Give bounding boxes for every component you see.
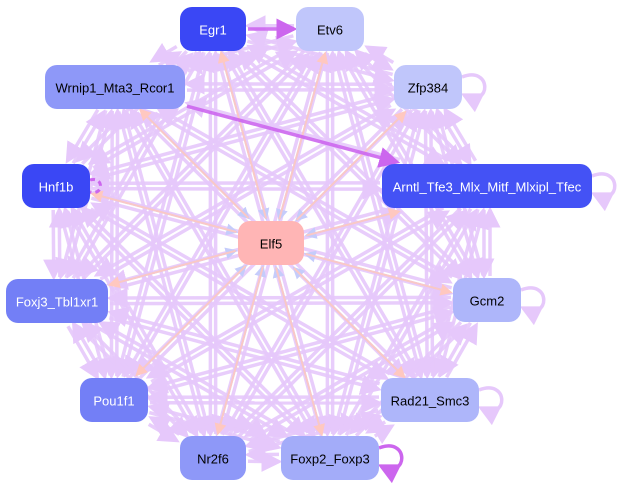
node-foxj3_tbl1xr1[interactable]: Foxj3_Tbl1xr1 — [6, 279, 108, 323]
node-pou1f1[interactable]: Pou1f1 — [80, 378, 148, 422]
edge-rad21_smc3-to-egr1 — [227, 48, 420, 376]
edge-wrnip1_mta3_rcor1-to-foxp2_foxp3 — [125, 111, 316, 439]
node-box — [381, 378, 479, 422]
node-label: Etv6 — [317, 23, 343, 38]
edge-elf5-to-nr2f6 — [214, 266, 264, 436]
node-box — [296, 7, 364, 51]
edge-elf5-to-foxj3_tbl1xr1 — [107, 249, 236, 288]
node-box — [45, 65, 185, 109]
edge-nr2f6-to-hnf1b — [70, 205, 204, 434]
edge-elf5-to-arntl_tfe3_mlx_mitf_mlxipl_tfec — [306, 208, 401, 237]
edge-arntl_tfe3_mlx_mitf_mlxipl_tfec-to-pou1f1 — [145, 206, 445, 379]
node-label: Zfp384 — [408, 81, 448, 96]
edge-elf5-to-pou1f1 — [135, 265, 247, 377]
edge-pou1f1-to-foxj3_tbl1xr1 — [71, 320, 105, 376]
node-label: Pou1f1 — [93, 394, 134, 409]
edge-elf5-to-wrnip1_mta3_rcor1 — [138, 108, 250, 219]
node-label: Foxj3_Tbl1xr1 — [16, 295, 98, 310]
node-box — [394, 65, 462, 109]
edge-hnf1b-to-zfp384 — [92, 93, 397, 181]
node-label: Arntl_Tfe3_Mlx_Mitf_Mlxipl_Tfec — [393, 180, 582, 195]
node-gcm2[interactable]: Gcm2 — [453, 278, 521, 322]
edge-pou1f1-to-arntl_tfe3_mlx_mitf_mlxipl_tfec — [150, 210, 451, 384]
node-box — [22, 164, 90, 208]
node-label: Nr2f6 — [197, 452, 229, 467]
node-rad21_smc3[interactable]: Rad21_Smc3 — [381, 378, 479, 422]
edge-wrnip1_mta3_rcor1-to-arntl_tfe3_mlx_mitf_mlxipl_tfec — [186, 104, 401, 168]
self-loop-hnf1b — [89, 178, 102, 194]
edge-elf5-to-rad21_smc3 — [293, 267, 406, 379]
edge-zfp384-to-etv6 — [364, 45, 395, 66]
edge-arntl_tfe3_mlx_mitf_mlxipl_tfec-to-egr1 — [246, 44, 448, 162]
node-box — [180, 436, 246, 480]
edge-nr2f6-to-gcm2 — [248, 321, 456, 442]
edge-elf5-to-egr1 — [217, 50, 268, 219]
node-box — [6, 279, 108, 323]
edge-foxj3_tbl1xr1-to-hnf1b — [48, 206, 70, 277]
edge-etv6-to-pou1f1 — [123, 50, 316, 378]
edge-pou1f1-to-etv6 — [128, 51, 321, 379]
edge-foxp2_foxp3-to-foxj3_tbl1xr1 — [97, 321, 292, 434]
node-label: Hnf1b — [39, 180, 74, 195]
node-box — [180, 7, 246, 51]
edge-gcm2-to-wrnip1_mta3_rcor1 — [155, 107, 454, 279]
node-label: Elf5 — [260, 237, 282, 252]
self-loop-arntl_tfe3_mlx_mitf_mlxipl_tfec — [590, 172, 617, 212]
node-box — [238, 221, 304, 265]
self-loop-zfp384 — [460, 73, 487, 113]
node-wrnip1_mta3_rcor1[interactable]: Wrnip1_Mta3_Rcor1 — [45, 65, 185, 109]
node-box — [382, 164, 592, 208]
edge-rad21_smc3-to-gcm2 — [445, 322, 478, 379]
edge-elf5-to-hnf1b — [90, 190, 237, 233]
node-elf5[interactable]: Elf5 — [238, 221, 304, 265]
edge-pou1f1-to-nr2f6 — [147, 422, 180, 443]
edge-foxj3_tbl1xr1-to-gcm2 — [110, 292, 455, 314]
edge-nr2f6-to-arntl_tfe3_mlx_mitf_mlxipl_tfec — [238, 209, 468, 438]
self-loop-gcm2 — [519, 286, 546, 326]
edge-elf5-to-gcm2 — [305, 252, 453, 296]
node-label: Rad21_Smc3 — [391, 394, 470, 409]
node-etv6[interactable]: Etv6 — [296, 7, 364, 51]
edge-elf5-to-foxp2_foxp3 — [275, 267, 325, 437]
edge-egr1-to-wrnip1_mta3_rcor1 — [149, 42, 178, 63]
self-loop-rad21_smc3 — [477, 386, 504, 426]
node-label: Egr1 — [199, 23, 226, 38]
edge-foxj3_tbl1xr1-to-zfp384 — [99, 108, 397, 281]
edge-gcm2-to-foxj3_tbl1xr1 — [106, 287, 451, 309]
edge-foxp2_foxp3-to-wrnip1_mta3_rcor1 — [129, 106, 320, 434]
node-box — [453, 278, 521, 322]
edge-gcm2-to-pou1f1 — [145, 305, 451, 394]
self-loop-foxp2_foxp3 — [377, 444, 404, 484]
edge-foxp2_foxp3-to-rad21_smc3 — [371, 424, 395, 445]
node-hnf1b[interactable]: Hnf1b — [22, 164, 90, 208]
edge-foxp2_foxp3-to-arntl_tfe3_mlx_mitf_mlxipl_tfec — [344, 208, 478, 437]
edge-rad21_smc3-to-hnf1b — [90, 202, 391, 376]
node-label: Foxp2_Foxp3 — [290, 452, 370, 467]
edge-foxp2_foxp3-to-hnf1b — [79, 205, 310, 434]
node-arntl_tfe3_mlx_mitf_mlxipl_tfec[interactable]: Arntl_Tfe3_Mlx_Mitf_Mlxipl_Tfec — [382, 164, 592, 208]
node-box — [281, 436, 379, 480]
node-egr1[interactable]: Egr1 — [180, 7, 246, 51]
node-zfp384[interactable]: Zfp384 — [394, 65, 462, 109]
edge-hnf1b-to-foxj3_tbl1xr1 — [43, 210, 65, 281]
edge-gcm2-to-egr1 — [236, 48, 467, 276]
edge-foxj3_tbl1xr1-to-etv6 — [81, 52, 311, 281]
edge-elf5-to-zfp384 — [295, 110, 407, 221]
node-box — [80, 378, 148, 422]
node-nr2f6[interactable]: Nr2f6 — [180, 436, 246, 480]
edge-nr2f6-to-wrnip1_mta3_rcor1 — [118, 106, 211, 434]
node-label: Wrnip1_Mta3_Rcor1 — [56, 81, 175, 96]
node-label: Gcm2 — [470, 294, 505, 309]
edge-wrnip1_mta3_rcor1-to-gcm2 — [154, 111, 453, 284]
node-foxp2_foxp3[interactable]: Foxp2_Foxp3 — [281, 436, 379, 480]
